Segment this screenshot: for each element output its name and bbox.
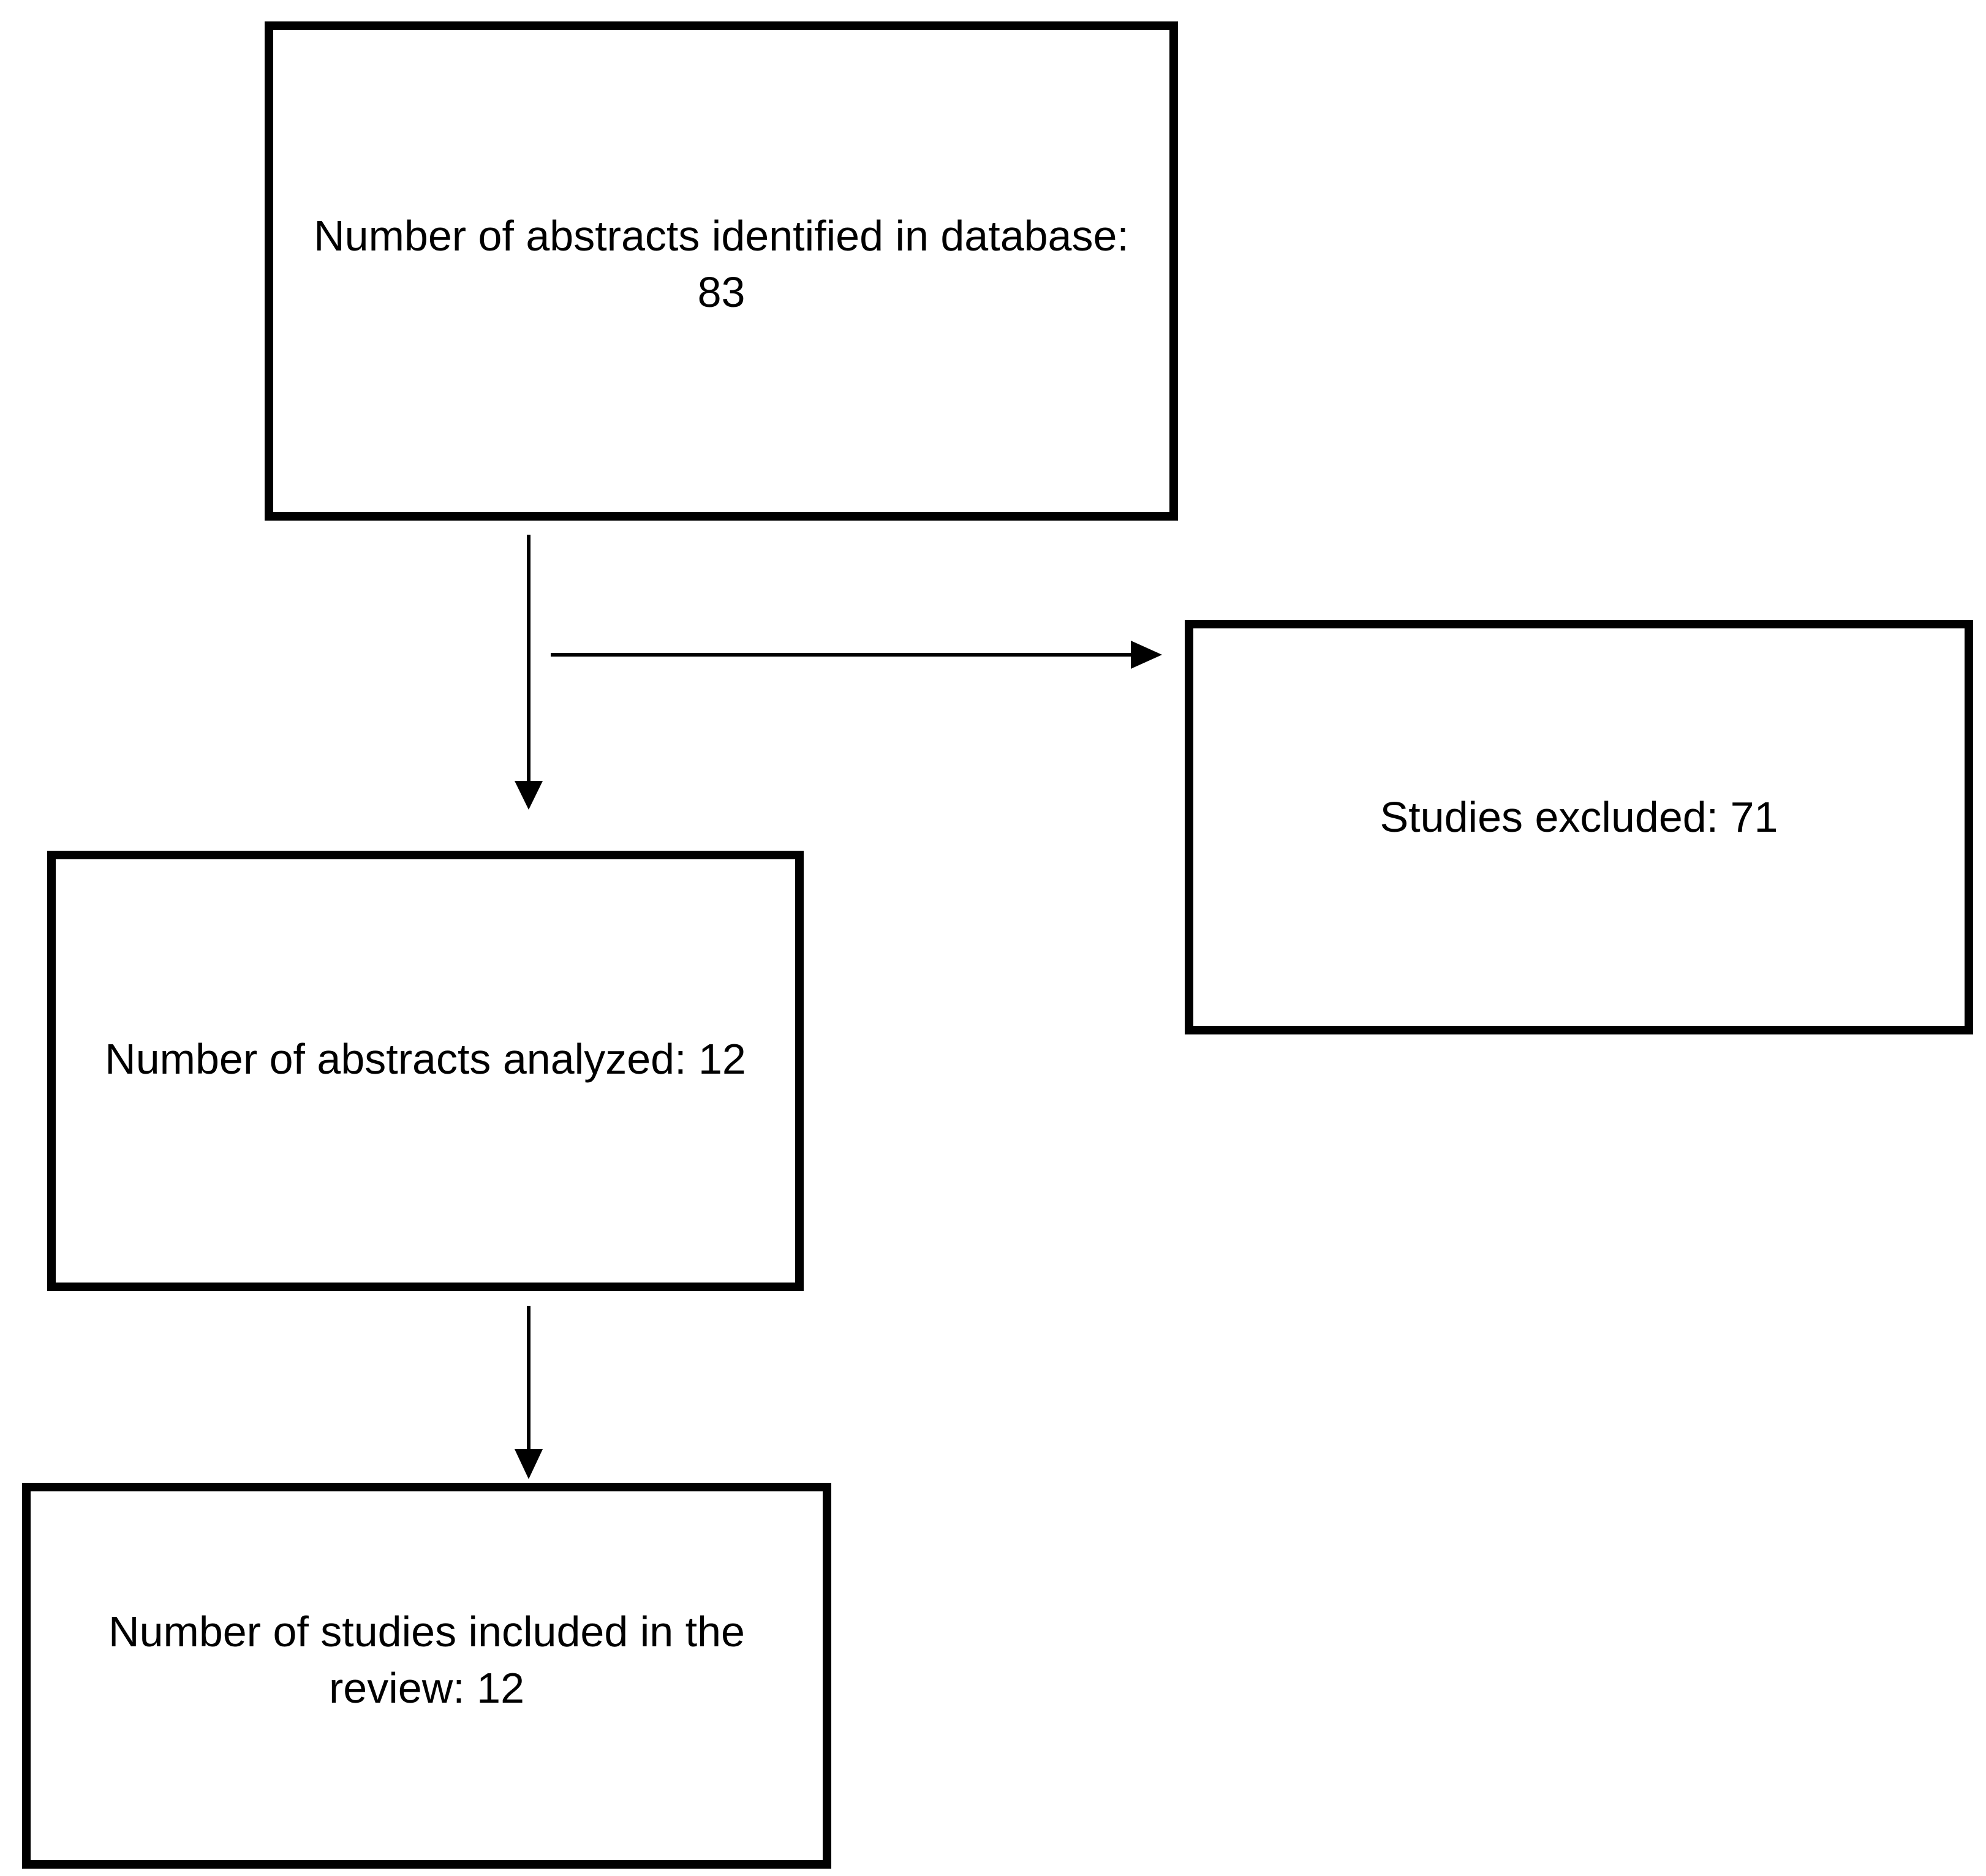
excluded-label-line1: Studies excluded: 71 [1380, 793, 1778, 841]
included-label: Number of studies included in the review… [31, 1603, 823, 1716]
identified-label-line1: Number of abstracts identified in databa… [314, 212, 1129, 260]
identified-box: Number of abstracts identified in databa… [265, 21, 1178, 521]
arrow-identified-to-analyzed-head [515, 781, 543, 810]
analyzed-label-line1: Number of abstracts analyzed: 12 [105, 1035, 746, 1083]
included-box: Number of studies included in the review… [22, 1483, 831, 1869]
identified-label: Number of abstracts identified in databa… [273, 208, 1169, 320]
excluded-label: Studies excluded: 71 [1193, 789, 1965, 845]
excluded-box: Studies excluded: 71 [1185, 620, 1973, 1034]
included-label-line2: review: 12 [328, 1664, 525, 1712]
analyzed-box: Number of abstracts analyzed: 12 [47, 851, 804, 1291]
identified-label-line2: 83 [697, 268, 746, 316]
analyzed-label: Number of abstracts analyzed: 12 [56, 1031, 795, 1087]
arrow-to-excluded-head [1131, 641, 1162, 669]
included-label-line1: Number of studies included in the [108, 1608, 745, 1656]
arrow-analyzed-to-included-head [515, 1449, 543, 1479]
